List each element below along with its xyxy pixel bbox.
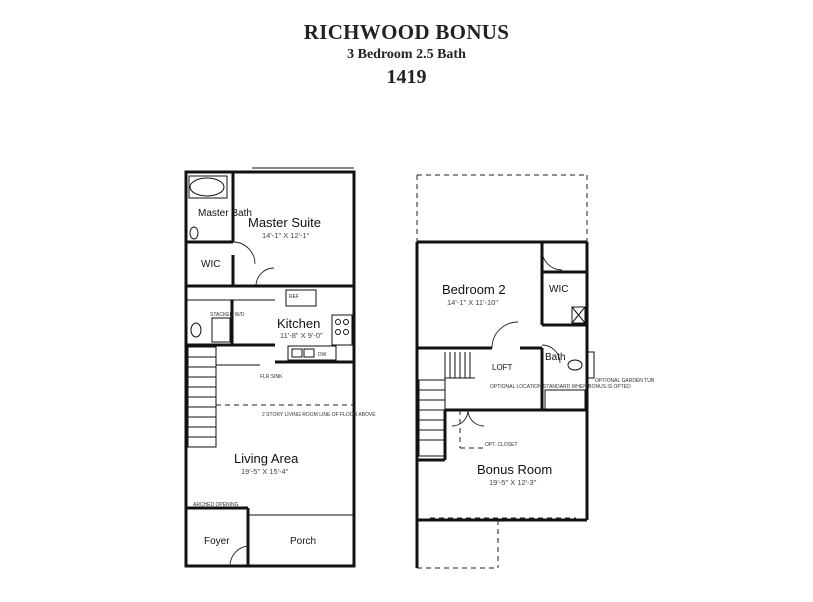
bedroom-2-dimensions: 14'-1" X 11'-10" bbox=[447, 298, 498, 307]
second-floor-plan: Bedroom 2 14'-1" X 11'-10" WIC Bath LOFT… bbox=[415, 174, 655, 569]
first-floor-outline bbox=[184, 170, 356, 568]
optional-location-note: OPTIONAL LOCATION STANDARD WHEN BONUS IS… bbox=[490, 384, 631, 390]
arched-opening-label: ARCHED OPENING bbox=[193, 502, 239, 508]
living-area-label: Living Area bbox=[234, 451, 299, 466]
kitchen-dimensions: 11'-8" X 9'-0" bbox=[280, 331, 323, 340]
bedroom-2-label: Bedroom 2 bbox=[442, 282, 506, 297]
porch-label: Porch bbox=[290, 536, 316, 547]
stacked-wd-label: STACKED W/D bbox=[210, 312, 245, 318]
first-floor-plan: Master Bath Master Suite 14'-1" X 12'-1"… bbox=[184, 167, 376, 568]
plan-title: RICHWOOD BONUS bbox=[303, 20, 510, 44]
foyer-label: Foyer bbox=[204, 536, 230, 547]
optional-closet-label: OPT. CLOSET bbox=[485, 442, 518, 448]
loft-label: LOFT bbox=[492, 363, 513, 372]
bath-label: Bath bbox=[545, 352, 566, 363]
first-floor-wic-label: WIC bbox=[201, 259, 220, 270]
second-floor-wic-label: WIC bbox=[549, 284, 568, 295]
plan-square-footage: 1419 bbox=[386, 66, 427, 88]
bonus-room-label: Bonus Room bbox=[477, 462, 552, 477]
master-suite-label: Master Suite bbox=[248, 215, 321, 230]
living-area-dimensions: 19'-5" X 15'-4" bbox=[241, 467, 289, 476]
dishwasher-label: DW bbox=[318, 352, 327, 358]
first-floor-stairs bbox=[187, 346, 260, 448]
two-story-note: 2 STORY LIVING ROOM LINE OF FLOOR ABOVE bbox=[262, 412, 376, 418]
floor-sink-label: FLR SINK bbox=[260, 374, 283, 380]
bonus-room-dimensions: 19'-5" X 12'-3" bbox=[489, 478, 537, 487]
optional-garden-tub-label: OPTIONAL GARDEN TUB bbox=[595, 378, 655, 384]
master-suite-dimensions: 14'-1" X 12'-1" bbox=[262, 231, 310, 240]
ref-label: REF bbox=[289, 294, 299, 300]
plan-subtitle: 3 Bedroom 2.5 Bath bbox=[347, 47, 466, 62]
second-floor-stairs bbox=[418, 352, 475, 457]
kitchen-label: Kitchen bbox=[277, 316, 320, 331]
master-bath-label: Master Bath bbox=[198, 208, 252, 219]
